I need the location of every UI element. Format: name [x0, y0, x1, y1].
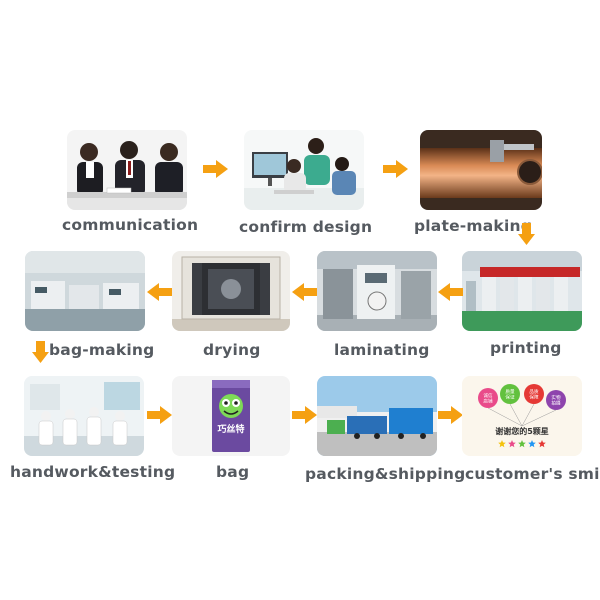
star-icon [498, 440, 506, 448]
label-customers-smile: customer's smile [465, 465, 600, 483]
balloon-text: 质量 [505, 388, 515, 395]
thanks-text: 谢谢您的5颗星 [495, 426, 549, 436]
balloon-text: 保障 [529, 394, 539, 401]
photo-drying [172, 251, 290, 331]
label-laminating: laminating [334, 341, 430, 359]
label-confirm-design: confirm design [239, 218, 373, 236]
star-icon [528, 440, 536, 448]
arrow-right-icon [292, 406, 317, 424]
photo-packing-shipping [317, 376, 437, 456]
label-handwork-testing: handwork&testing [10, 463, 176, 481]
photo-laminating [317, 251, 437, 331]
label-communication: communication [62, 216, 199, 234]
balloon-text: 店铺 [483, 398, 493, 405]
star-icon [518, 440, 526, 448]
arrow-right-icon [203, 160, 228, 178]
photo-customers-smile: 诚信店铺质量保证品质保障实物拍摄 谢谢您的5颗星 [462, 376, 582, 456]
balloon-text: 品质 [529, 388, 539, 395]
arrow-down-icon [518, 223, 535, 245]
arrow-right-icon [383, 160, 408, 178]
bag-brand-text: 巧丝特 [217, 423, 244, 435]
arrow-left-icon [292, 283, 317, 301]
photo-handwork-testing [24, 376, 144, 456]
label-plate-making: plate-making [414, 217, 532, 235]
photo-bag-making [25, 251, 145, 331]
balloon-text: 诚信 [483, 392, 493, 399]
photo-printing [462, 251, 582, 331]
arrow-right-icon [438, 406, 463, 424]
arrow-left-icon [147, 283, 172, 301]
arrow-left-icon [438, 283, 463, 301]
label-drying: drying [203, 341, 261, 359]
photo-communication [67, 130, 187, 210]
photo-bag: 巧丝特 [172, 376, 290, 456]
balloon-text: 拍摄 [551, 400, 561, 407]
photo-plate-making [420, 130, 542, 210]
label-packing-shipping: packing&shipping [305, 465, 466, 483]
label-printing: printing [490, 339, 562, 357]
arrow-down-icon [32, 341, 49, 363]
star-icon [538, 440, 546, 448]
balloon-text: 实物 [551, 394, 561, 401]
label-bag: bag [216, 463, 250, 481]
balloon-text: 保证 [505, 394, 515, 401]
label-bag-making: bag-making [49, 341, 155, 359]
star-icon [508, 440, 516, 448]
arrow-right-icon [147, 406, 172, 424]
photo-confirm-design [244, 130, 364, 210]
